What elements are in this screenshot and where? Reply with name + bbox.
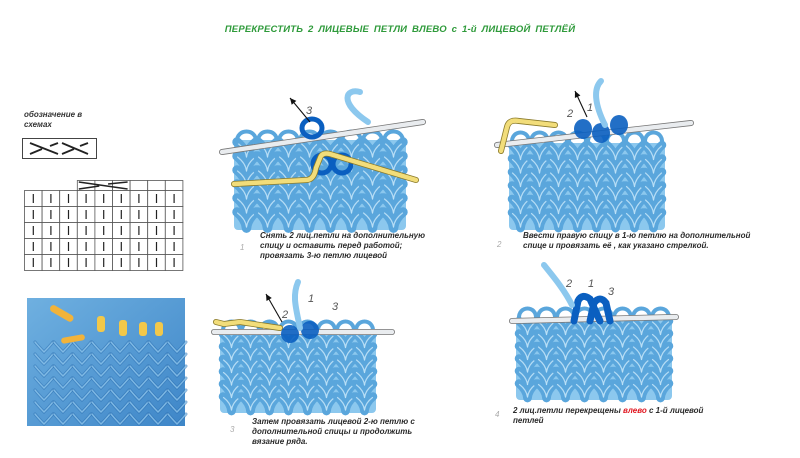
step-2-number: 2	[497, 240, 502, 249]
step-1-number: 1	[240, 243, 245, 252]
step-1-illustration: 3	[219, 88, 426, 233]
step-3-illustration: 2 1 3	[211, 279, 395, 416]
caption-line: Затем провязать лицевой 2-ю петлю с	[252, 417, 415, 426]
knitting-chart-grid	[24, 180, 184, 271]
arrow-icon	[290, 98, 297, 105]
step-3-caption: Затем провязать лицевой 2-ю петлю с допо…	[252, 417, 462, 447]
caption-line: петлей	[513, 416, 544, 425]
knitted-fabric-photo	[27, 298, 188, 427]
caption-line: дополнительной спицы и продолжить	[252, 427, 413, 436]
legend-label-line2: схемах	[24, 120, 52, 129]
caption-line: Снять 2 лиц.петли на дополнительную	[260, 231, 426, 240]
caption-line: спице и провязать её , как указано стрел…	[523, 241, 709, 250]
needle-tips-icon	[50, 305, 163, 344]
step-3-number: 3	[230, 425, 235, 434]
step-4-number: 4	[495, 410, 500, 419]
loop-number-label: 2	[565, 278, 572, 290]
loop-number-label: 1	[588, 278, 594, 290]
step-2-caption: Ввести правую спицу в 1-ю петлю на допол…	[523, 231, 793, 251]
caption-line: 2 лиц.петли перекрещены влево с 1-й лице…	[513, 406, 753, 416]
caption-text: 2 лиц.петли перекрещены	[513, 406, 624, 415]
step-4-caption: 2 лиц.петли перекрещены влево с 1-й лице…	[513, 406, 753, 426]
caption-highlight-word: влево	[623, 406, 647, 415]
caption-line: спицу и оставить перед работой;	[260, 241, 403, 250]
page-title: ПЕРЕКРЕСТИТЬ 2 ЛИЦЕВЫЕ ПЕТЛИ ВЛЕВО с 1-й…	[224, 24, 576, 35]
legend-label: обозначение в схемах	[24, 110, 114, 130]
loop-number-label: 1	[308, 293, 314, 305]
legend-symbol	[22, 138, 97, 159]
loop-number-label: 1	[587, 102, 593, 114]
arrow-icon	[574, 91, 581, 98]
step-4-illustration: 2 1 3	[509, 262, 679, 403]
caption-line: Ввести правую спицу в 1-ю петлю на допол…	[523, 231, 751, 240]
arrow-icon	[266, 294, 272, 301]
loop-number-label: 3	[306, 105, 313, 117]
loop-number-label: 3	[608, 286, 615, 298]
loop-number-label: 3	[332, 301, 339, 313]
loop-number-label: 2	[281, 309, 288, 321]
caption-line: вязание ряда.	[252, 437, 308, 446]
legend-label-line1: обозначение в	[24, 110, 83, 119]
caption-line: провязать 3-ю петлю лицевой	[260, 251, 388, 260]
caption-text: с 1-й лицевой	[646, 406, 704, 415]
step-1-caption: Снять 2 лиц.петли на дополнительную спиц…	[260, 231, 460, 261]
loop-number-label: 2	[566, 108, 573, 120]
